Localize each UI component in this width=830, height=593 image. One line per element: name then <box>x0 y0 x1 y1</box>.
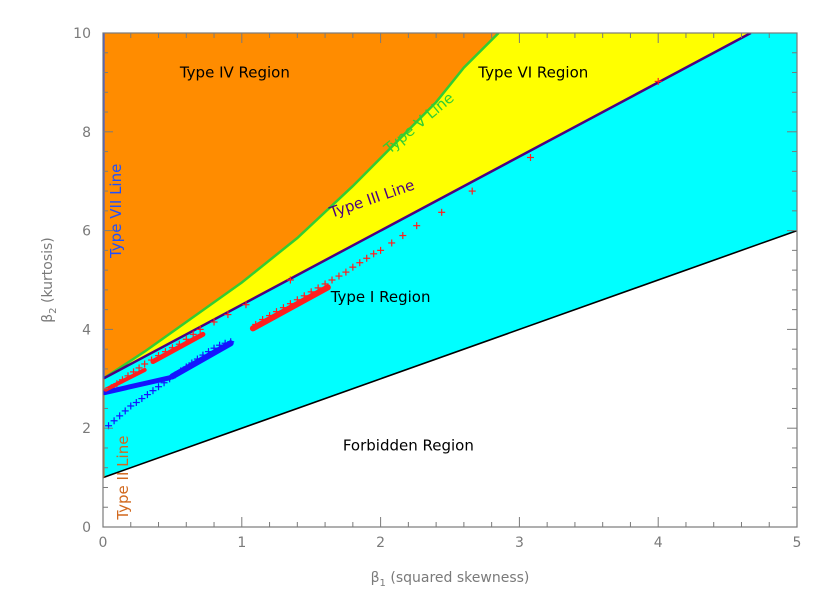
blue-marker-7 <box>143 391 151 399</box>
blue-marker-3 <box>121 407 129 415</box>
red-marker-17 <box>224 311 232 319</box>
plot-area <box>103 33 797 479</box>
red-marker-44 <box>527 153 535 161</box>
type-vi-label: Type VI Region <box>477 63 588 81</box>
red-marker-band-2 <box>150 331 206 365</box>
y-tick-label-5: 10 <box>73 26 91 42</box>
blue-marker-2 <box>116 412 124 420</box>
x-tick-label-0: 0 <box>99 535 108 551</box>
red-marker-31 <box>328 276 336 284</box>
red-marker-43 <box>468 187 476 195</box>
red-marker-35 <box>356 259 364 267</box>
red-marker-16 <box>210 318 218 326</box>
blue-marker-5 <box>132 399 140 407</box>
red-marker-6 <box>135 364 143 372</box>
y-tick-label-3: 6 <box>82 224 91 240</box>
x-tick-label-5: 5 <box>793 535 802 551</box>
red-marker-38 <box>377 246 385 254</box>
type-iv-region <box>103 33 499 379</box>
blue-marker-band-2 <box>169 340 234 380</box>
y-axis-label-sub: 2 <box>48 307 59 313</box>
forbidden-label: Forbidden Region <box>343 436 474 454</box>
x-tick-label-3: 3 <box>515 535 524 551</box>
y-tick-label-4: 8 <box>82 125 91 141</box>
type-vii-line-label: Type VII Line <box>107 164 125 259</box>
blue-marker-4 <box>127 402 135 410</box>
x-axis-label-symbol: β <box>371 570 380 586</box>
red-marker-45 <box>654 77 662 85</box>
y-tick-label-2: 4 <box>82 322 91 338</box>
x-tick-label-2: 2 <box>376 535 385 551</box>
red-marker-15 <box>196 325 204 333</box>
red-marker-30 <box>286 276 294 284</box>
red-marker-32 <box>335 272 343 280</box>
y-axis-label-symbol: β <box>40 314 56 323</box>
y-axis-label: β2 (kurtosis) <box>40 237 59 323</box>
x-axis-label-sub: 1 <box>380 578 386 589</box>
type-iv-label: Type IV Region <box>179 63 290 81</box>
y-tick-label-0: 0 <box>82 520 91 536</box>
blue-marker-band-1 <box>103 375 173 396</box>
red-marker-34 <box>349 263 357 271</box>
red-marker-40 <box>399 232 407 240</box>
blue-marker-1 <box>110 417 118 425</box>
red-marker-39 <box>388 239 396 247</box>
type-i-label: Type I Region <box>330 288 431 306</box>
red-marker-36 <box>363 254 371 262</box>
x-axis-label-text: (squared skewness) <box>386 570 529 586</box>
red-marker-18 <box>242 301 250 309</box>
y-axis-label-text: (kurtosis) <box>40 237 56 307</box>
type-i-region <box>103 33 797 478</box>
type-v-line <box>103 33 500 380</box>
lower-boundary-line <box>103 229 797 479</box>
plot-frame <box>102 32 798 528</box>
red-marker-33 <box>342 268 350 276</box>
red-marker-band-3 <box>249 284 331 332</box>
red-marker-band-1 <box>103 367 147 392</box>
red-marker-14 <box>189 330 197 338</box>
red-marker-7 <box>141 360 149 368</box>
red-marker-42 <box>438 208 446 216</box>
x-axis-label: β1 (squared skewness) <box>371 570 530 589</box>
type-iii-line <box>103 33 752 380</box>
red-marker-41 <box>413 222 421 230</box>
type-ii-line-label: Type II Line <box>114 436 132 521</box>
y-tick-label-1: 2 <box>82 421 91 437</box>
blue-marker-6 <box>138 395 146 403</box>
x-tick-label-1: 1 <box>237 535 246 551</box>
blue-marker-9 <box>155 383 163 391</box>
red-marker-37 <box>370 250 378 258</box>
x-tick-label-4: 4 <box>654 535 663 551</box>
blue-marker-8 <box>149 387 157 395</box>
